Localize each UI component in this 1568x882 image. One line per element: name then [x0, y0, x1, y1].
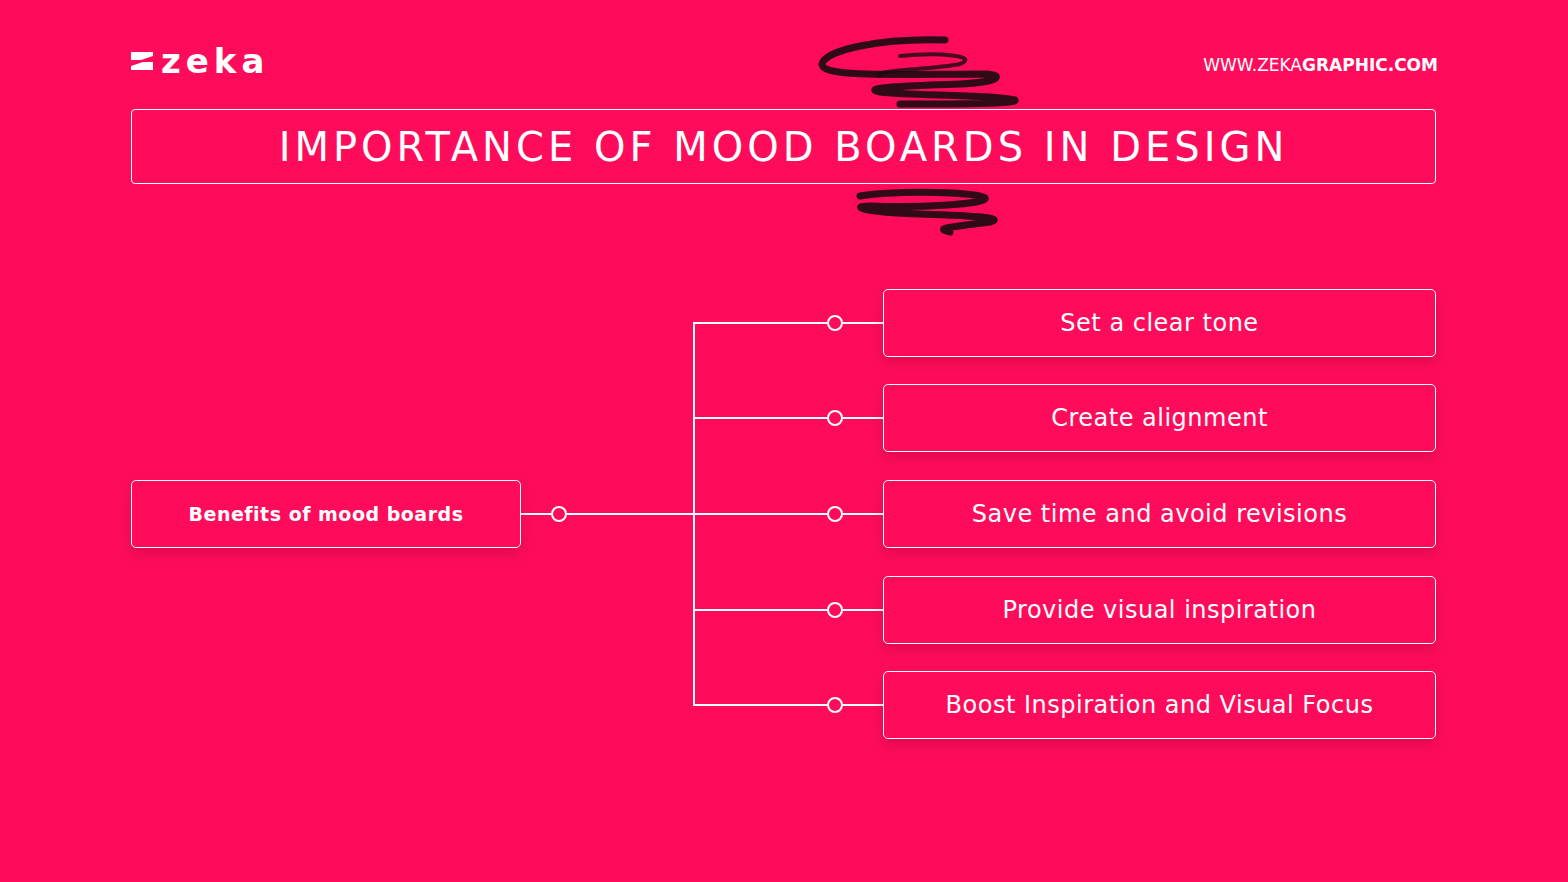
connector-dot: [828, 698, 842, 712]
benefit-box: Set a clear tone: [883, 289, 1436, 357]
scribble-top-inner: [879, 54, 965, 76]
benefit-box: Provide visual inspiration: [883, 576, 1436, 644]
connector: [521, 514, 883, 705]
benefit-box: Create alignment: [883, 384, 1436, 452]
scribble-bottom: [860, 192, 994, 232]
website-url: WWW.ZEKAGRAPHIC.COM: [1203, 55, 1438, 75]
box-text: Create alignment: [1051, 404, 1268, 433]
url-text: GRAPHIC.COM: [1302, 55, 1438, 75]
logo: zeka: [131, 44, 269, 78]
scribble-top: [822, 40, 1015, 104]
url-text: WWW.ZEKA: [1203, 55, 1302, 75]
root-box: Benefits of mood boards: [131, 480, 521, 548]
connector: [521, 418, 883, 514]
connector: [521, 514, 883, 610]
box-text: Benefits of mood boards: [189, 503, 464, 526]
box-text: Set a clear tone: [1060, 309, 1258, 338]
connector-dot: [828, 507, 842, 521]
dot-group: [552, 316, 842, 712]
connector-dot: [828, 411, 842, 425]
connector-group: [521, 323, 883, 705]
title-text: IMPORTANCE OF MOOD BOARDS IN DESIGN: [279, 124, 1289, 170]
benefit-box: Save time and avoid revisions: [883, 480, 1436, 548]
connector: [521, 323, 883, 514]
box-text: Provide visual inspiration: [1003, 596, 1317, 625]
box-text: Boost Inspiration and Visual Focus: [946, 691, 1374, 720]
logo-text: zeka: [161, 44, 269, 78]
connector-dot: [552, 507, 566, 521]
logo-mark: [131, 52, 153, 70]
title-frame: IMPORTANCE OF MOOD BOARDS IN DESIGN: [131, 109, 1436, 184]
box-text: Save time and avoid revisions: [972, 500, 1347, 529]
connector-dot: [828, 603, 842, 617]
benefit-box: Boost Inspiration and Visual Focus: [883, 671, 1436, 739]
connector-dot: [828, 316, 842, 330]
